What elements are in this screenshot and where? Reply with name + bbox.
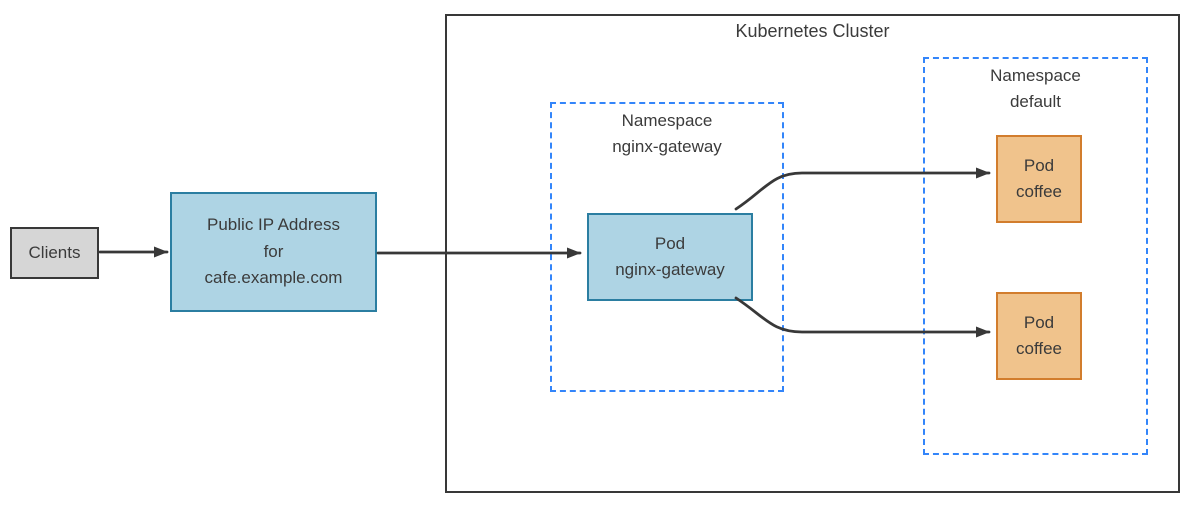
node-public-ip-address: Public IP Address for cafe.example.com xyxy=(170,192,377,312)
node-pod-coffee-2: Pod coffee xyxy=(996,292,1082,380)
kubernetes-cluster-box: Kubernetes Cluster Namespace nginx-gatew… xyxy=(445,14,1180,493)
pod-coffee-1-label: Pod coffee xyxy=(1015,155,1062,201)
node-pod-coffee-1: Pod coffee xyxy=(996,135,1082,223)
public-ip-label: Public IP Address for cafe.example.com xyxy=(204,215,343,288)
kubernetes-cluster-title: Kubernetes Cluster xyxy=(735,21,890,41)
namespace-default-label: Namespace default xyxy=(990,66,1081,112)
namespace-nginx-gateway-label: Namespace nginx-gateway xyxy=(612,111,722,157)
clients-label: Clients xyxy=(28,242,81,262)
namespace-nginx-gateway-box: Namespace nginx-gateway Pod nginx-gatewa… xyxy=(550,102,784,392)
pod-nginx-gateway-label: Pod nginx-gateway xyxy=(615,233,725,279)
node-clients: Clients xyxy=(10,227,99,279)
pod-coffee-2-label: Pod coffee xyxy=(1015,312,1062,358)
node-pod-nginx-gateway: Pod nginx-gateway xyxy=(587,213,753,301)
namespace-default-box: Namespace default Pod coffee Pod coffee xyxy=(923,57,1148,455)
